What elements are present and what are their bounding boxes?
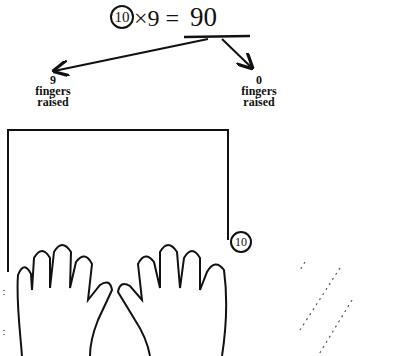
underline bbox=[184, 36, 250, 37]
right-hand bbox=[118, 245, 226, 356]
product-number: 90 bbox=[190, 4, 217, 31]
dotted-marks bbox=[300, 262, 352, 356]
dotted-marks bbox=[3, 290, 5, 336]
finger-count-label: 0 fingers raised bbox=[238, 75, 280, 108]
equation-text: ×9 = bbox=[134, 6, 179, 30]
split-arrow bbox=[222, 39, 252, 68]
node-text: 10 bbox=[115, 10, 130, 25]
circled-number: 10 bbox=[110, 5, 134, 29]
split-arrow bbox=[54, 39, 208, 71]
circled-number: 10 bbox=[230, 231, 252, 253]
node-text: 10 bbox=[235, 236, 247, 248]
left-hand bbox=[17, 245, 112, 356]
finger-count-label: 9 fingers raised bbox=[32, 75, 74, 108]
